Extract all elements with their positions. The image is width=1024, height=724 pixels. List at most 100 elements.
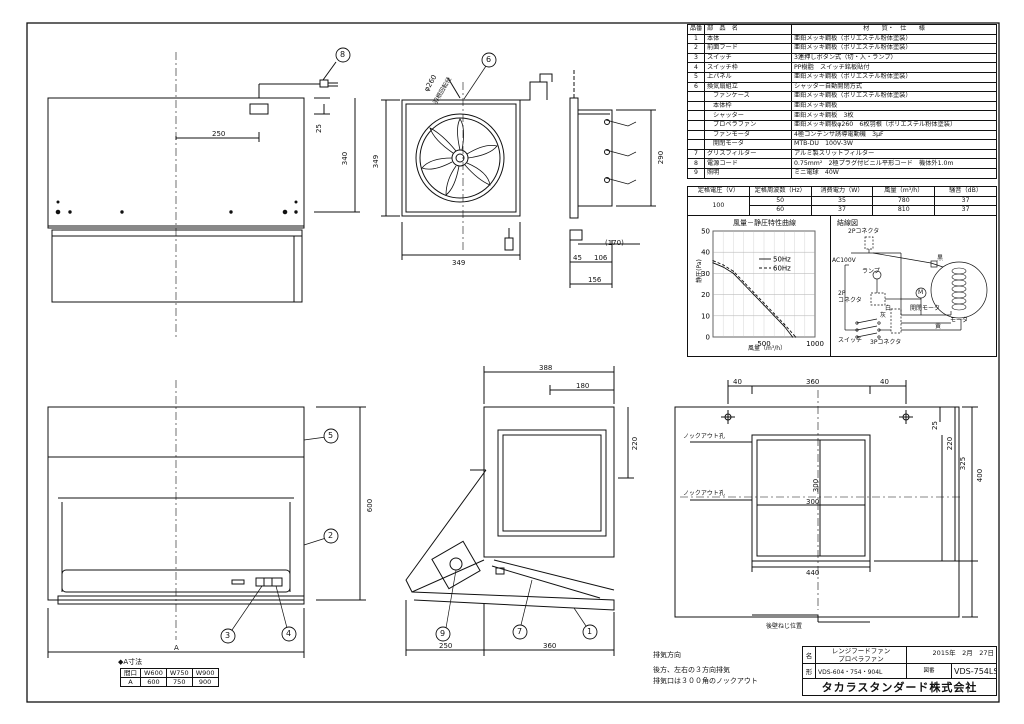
part-no: 1 xyxy=(687,33,705,45)
dim-250-side: 250 xyxy=(439,642,453,650)
title-date: 2015年 2月 27日 xyxy=(906,646,997,664)
spec-header-db: 騒音（dB） xyxy=(934,186,997,197)
title-name-line1: レンジフードファン xyxy=(831,647,891,656)
chart-ytick-label: 20 xyxy=(701,291,710,299)
dim-340: 340 xyxy=(341,151,350,166)
callout-label-1: 1 xyxy=(587,627,593,636)
a-header-2: W750 xyxy=(165,668,193,678)
chart-series-50hz xyxy=(712,262,793,338)
dim-400: 400 xyxy=(976,468,985,483)
table-row: ファンケース亜鉛メッキ鋼板（ポリエステル粉体塗装） xyxy=(687,91,997,102)
part-name: プロペラファン xyxy=(704,119,792,131)
dim-220-top: 220 xyxy=(946,436,955,451)
part-spec: 亜鉛メッキ鋼板 xyxy=(791,100,997,112)
chart-point xyxy=(783,323,785,325)
a-header-0: 間口 xyxy=(120,668,141,678)
title-name-line2: プロペラファン xyxy=(838,655,884,663)
wiring-label-3p: 3Pコネクタ xyxy=(870,339,902,346)
title-name-label: 名 xyxy=(802,646,816,664)
dim-40-left: 40 xyxy=(733,378,742,386)
chart-point xyxy=(732,270,734,272)
spec-table-header: 定格電圧（V） 定格周波数（Hz） 消費電力（W） 風量（m³/h） 騒音（dB… xyxy=(687,186,997,197)
notes-line-1: 後方、左右の３方向排気 xyxy=(653,666,730,674)
table-row: 本体枠亜鉛メッキ鋼板 xyxy=(687,100,997,112)
callout-label-8: 8 xyxy=(340,50,346,59)
parts-table-header: 品番 部 品 名 材 質・ 仕 様 xyxy=(687,24,997,35)
dim-349-w: 349 xyxy=(452,259,466,267)
chart-xlabel: 風量（m³/h） xyxy=(748,345,787,352)
title-drawing-no: VDS-754LS01 xyxy=(951,663,997,679)
part-spec: 4極コンデンサ誘導電動機 3μF xyxy=(791,129,997,141)
rear-screw-label: 後壁ねじ位置 xyxy=(766,623,803,630)
callout-3 xyxy=(220,628,236,644)
spec-table: 定格電圧（V） 定格周波数（Hz） 消費電力（W） 風量（m³/h） 騒音（dB… xyxy=(687,186,997,216)
part-name: グリスフィルター xyxy=(704,148,792,160)
chart-wiring-panel xyxy=(687,215,997,357)
part-name: ファンケース xyxy=(704,91,792,102)
callout-label-3: 3 xyxy=(225,631,231,640)
dim-300-v: 300 xyxy=(812,478,821,493)
knockout-label-1: ノックアウト孔 xyxy=(683,433,725,440)
part-no xyxy=(687,129,705,141)
part-spec: ミニ電球 40W xyxy=(791,167,997,179)
chart-legend-label: 60Hz xyxy=(773,265,791,273)
part-spec: MTB-DU 100V-3W xyxy=(791,139,997,150)
wiring-label-2p-top: 2Pコネクタ xyxy=(848,228,880,235)
callout-2 xyxy=(323,528,339,544)
part-name: 上パネル xyxy=(704,71,792,83)
a-cell-1: 600 xyxy=(140,677,167,687)
table-row: 60 37 810 37 xyxy=(688,205,997,216)
dim-220-side: 220 xyxy=(631,436,640,451)
title-company: タカラスタンダード株式会社 xyxy=(802,678,997,696)
spec-voltage: 100 xyxy=(687,195,750,216)
callout-label-6: 6 xyxy=(486,55,492,64)
chart-ytick-label: 30 xyxy=(701,270,710,278)
spec-db: 37 xyxy=(934,205,997,216)
wiring-label-lamp: ランプ xyxy=(862,268,880,275)
part-name: 本体 xyxy=(704,33,792,45)
part-spec: 0.75mm² 2極プラグ付ビニル平形コード 機体外1.0m xyxy=(791,158,997,169)
spec-flow: 780 xyxy=(872,195,936,207)
part-no xyxy=(687,91,705,102)
chart-point xyxy=(753,294,755,296)
spec-hz: 50 xyxy=(748,195,812,207)
part-name: 電源コード xyxy=(704,158,792,169)
part-name: シャッター xyxy=(704,110,792,121)
wiring-label-white: 白 xyxy=(885,305,892,312)
part-spec: アルミ製スリットフィルター xyxy=(791,148,997,160)
table-row: 100 50 35 780 37 xyxy=(687,195,997,216)
part-no xyxy=(687,100,705,112)
dim-360-side: 360 xyxy=(543,642,557,650)
chart-point xyxy=(722,264,724,266)
wiring-label-black: 黒 xyxy=(937,255,944,262)
part-name: 照明 xyxy=(704,167,792,179)
spec-header-w: 消費電力（W） xyxy=(810,186,874,197)
dim-156: 156 xyxy=(588,276,602,284)
dim-40-right: 40 xyxy=(880,378,889,386)
part-no: 2 xyxy=(687,43,705,54)
chart-ytick-label: 40 xyxy=(701,249,710,257)
title-type-label: 形 xyxy=(802,663,816,679)
chart-point xyxy=(712,260,714,262)
table-row: プロペラファン亜鉛メッキ鋼板φ260 6枚羽根（ポリエステル粉体塗装） xyxy=(687,119,997,131)
part-no: 4 xyxy=(687,62,705,73)
part-no xyxy=(687,139,705,150)
chart-point xyxy=(743,281,745,283)
parts-header-no: 品番 xyxy=(687,24,705,35)
chart-point xyxy=(753,291,755,294)
part-spec: 亜鉛メッキ鋼板φ260 6枚羽根（ポリエステル粉体塗装） xyxy=(791,119,997,131)
table-row: 形 VDS-604・754・904L 図番 VDS-754LS01 xyxy=(802,663,997,679)
dim-106: 106 xyxy=(594,254,608,262)
part-no xyxy=(687,119,705,131)
dim-360-top: 360 xyxy=(806,378,820,386)
callout-8 xyxy=(335,47,351,63)
a-cell-2: 750 xyxy=(165,677,193,687)
part-name: ファンモータ xyxy=(704,129,792,141)
chart-ytick-label: 10 xyxy=(701,312,710,320)
